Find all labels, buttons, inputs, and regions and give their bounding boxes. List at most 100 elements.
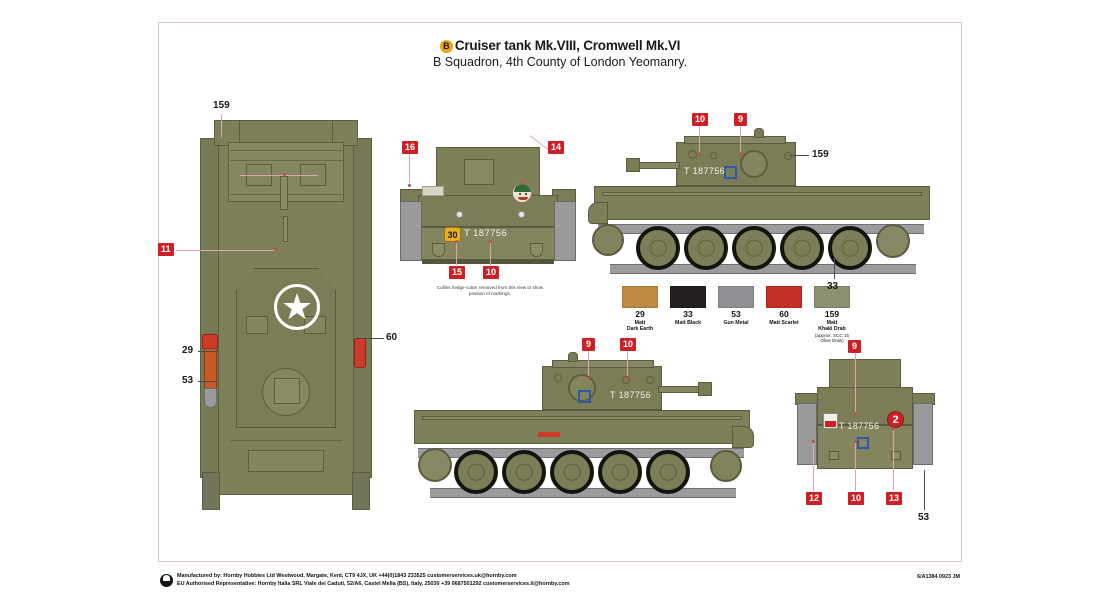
star-glyph: ★	[280, 286, 314, 327]
side-view-top-diagram: T 187756	[588, 128, 933, 278]
leader-line	[221, 114, 222, 138]
side-bottom-blue-square-marking	[578, 390, 591, 403]
side-top-turret-rivet	[784, 152, 792, 160]
plan-cupola-hatch	[274, 378, 300, 404]
side-bottom-gun-muzzle	[698, 382, 712, 396]
swatch-item: 159 Matt Khaki Drab (approx. SCC 15 Oliv…	[814, 286, 850, 344]
leader-dot	[892, 427, 895, 430]
plan-right-track-run	[352, 472, 370, 510]
swatch-item: 60 Matt Scarlet	[766, 286, 802, 344]
unit-face-insignia	[512, 183, 532, 203]
rear-left-track	[797, 403, 817, 465]
side-bottom-roadwheel	[550, 450, 594, 494]
hedge-cutter-note: Cullins hedge-cutter removed from this v…	[436, 285, 544, 296]
rear-callout-10: 10	[848, 492, 865, 505]
leader-dot	[455, 240, 458, 243]
swatch-number: 159	[824, 309, 840, 319]
scheme-title-text: Cruiser tank Mk.VIII, Cromwell Mk.VI	[454, 38, 681, 53]
leader-line	[740, 125, 741, 152]
front-glacis-plate	[418, 195, 558, 227]
swatch-chip-33	[670, 286, 706, 308]
swatch-number: 60	[779, 309, 789, 319]
swatch-note: (approx. SCC 15 Olive Drab)	[814, 333, 850, 344]
rear-division-sign: 2	[887, 411, 904, 428]
side-bottom-roadwheel	[502, 450, 546, 494]
side-bottom-turret-rivet	[554, 374, 562, 382]
leader-line	[627, 350, 628, 376]
rear-unit-sign-top	[824, 414, 837, 421]
side-top-nose	[588, 202, 608, 224]
rear-serial-number: T 187756	[839, 421, 880, 431]
leader-dot	[521, 182, 524, 185]
side-bottom-callout-10: 10	[620, 338, 637, 351]
side-bottom-track-guard	[422, 416, 742, 420]
leader-dot	[626, 377, 629, 380]
side-top-turret-roof	[684, 136, 786, 144]
leader-line	[198, 351, 218, 352]
side-bottom-roadwheel	[646, 450, 690, 494]
plan-right-red-tool	[354, 338, 366, 368]
side-top-callout-33: 33	[827, 281, 839, 292]
front-gun-mantlet	[464, 159, 494, 185]
plan-engine-deck-hatch	[248, 450, 324, 472]
scheme-subtitle: B Squadron, 4th County of London Yeomanr…	[432, 55, 688, 69]
swatch-name: Gun Metal	[723, 320, 749, 326]
leader-dot	[274, 248, 277, 251]
rear-left-lamp	[829, 451, 839, 460]
leader-line	[362, 338, 384, 339]
side-top-serial: T 187756	[684, 166, 726, 176]
leader-line	[855, 443, 856, 491]
rear-blue-square-marking	[857, 437, 869, 449]
side-top-roadwheel	[780, 226, 824, 270]
plan-right-stowage-box	[332, 120, 358, 146]
leader-line	[409, 153, 410, 183]
side-bottom-turret	[542, 366, 662, 410]
side-top-drive-sprocket	[876, 224, 910, 258]
leader-dot	[489, 240, 492, 243]
hornby-logo-icon	[160, 574, 173, 587]
leader-line	[699, 125, 700, 152]
footer-manufacturer-line: Manufactured by: Hornby Hobbies Ltd West…	[177, 573, 517, 579]
side-top-callout-159: 159	[812, 149, 829, 160]
side-top-roadwheel	[828, 226, 872, 270]
side-top-roadwheel	[684, 226, 728, 270]
allied-star-marking: ★	[274, 284, 320, 330]
rear-callout-13: 13	[886, 492, 903, 505]
rear-callout-9: 9	[848, 340, 861, 353]
front-left-headlamp	[456, 211, 463, 218]
front-right-towing-eye	[530, 243, 543, 257]
swatch-chip-53	[718, 286, 754, 308]
side-top-track-guard	[602, 192, 922, 196]
side-bottom-hull-upper	[414, 410, 750, 444]
swatch-name: Matt Black	[675, 320, 701, 326]
swatch-name: Matt Khaki Drab	[818, 320, 846, 332]
front-left-insignia-plate	[422, 186, 444, 196]
bridge-class-disc: 30	[444, 227, 461, 242]
rear-turret	[829, 359, 901, 391]
leader-dot	[854, 412, 857, 415]
swatch-number: 53	[731, 309, 741, 319]
rear-right-track	[913, 403, 933, 465]
rear-unit-sign	[823, 413, 838, 429]
side-top-cupola	[740, 150, 768, 178]
rear-right-lamp	[891, 451, 901, 460]
leader-dot	[587, 377, 590, 380]
side-bottom-drive-sprocket	[418, 448, 452, 482]
leader-dot	[408, 184, 411, 187]
swatch-name: Matt Scarlet	[769, 320, 799, 326]
plan-panel-line	[230, 150, 342, 151]
front-view-diagram: 30 T 187756	[400, 143, 576, 275]
insignia-mouth	[518, 197, 528, 200]
side-top-turret	[676, 142, 796, 186]
plan-callout-29: 29	[182, 345, 194, 356]
plan-callout-11: 11	[158, 243, 174, 256]
insignia-eye	[519, 193, 521, 195]
leader-line	[789, 155, 809, 156]
side-bottom-serial: T 187756	[610, 390, 652, 400]
leader-dot	[698, 153, 701, 156]
side-bottom-roadwheel	[454, 450, 498, 494]
side-top-periscope	[754, 128, 764, 138]
swatch-chip-29	[622, 286, 658, 308]
plan-mg-barrel	[280, 176, 288, 210]
